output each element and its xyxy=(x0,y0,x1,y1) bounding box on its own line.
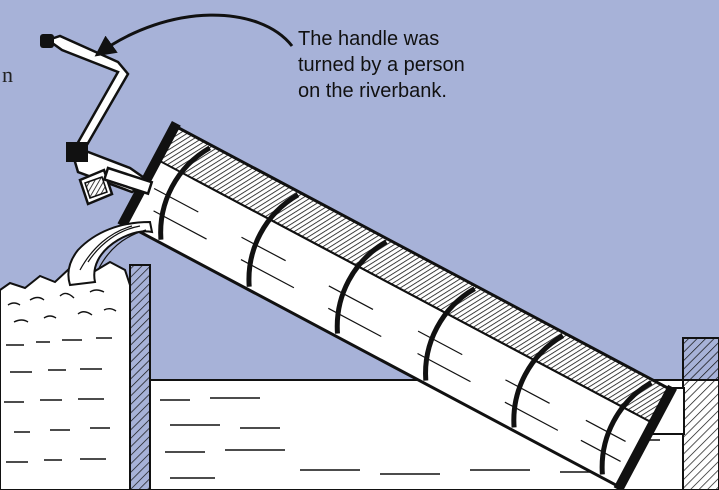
right-wall xyxy=(649,337,719,490)
left-post xyxy=(129,264,151,490)
caption-line-3: on the riverbank. xyxy=(298,80,447,102)
water-outflow xyxy=(67,220,154,287)
screw-cylinder xyxy=(117,120,677,490)
crank-handle xyxy=(40,34,154,206)
foam-mass-left xyxy=(0,260,131,490)
caption-line-1: The handle was xyxy=(298,28,440,50)
clipped-text-fragment: n xyxy=(2,62,13,87)
curved-arrow-icon xyxy=(94,13,294,57)
caption-line-2: turned by a person xyxy=(298,54,465,76)
handle-caption: The handle was turned by a person on the… xyxy=(298,26,528,104)
